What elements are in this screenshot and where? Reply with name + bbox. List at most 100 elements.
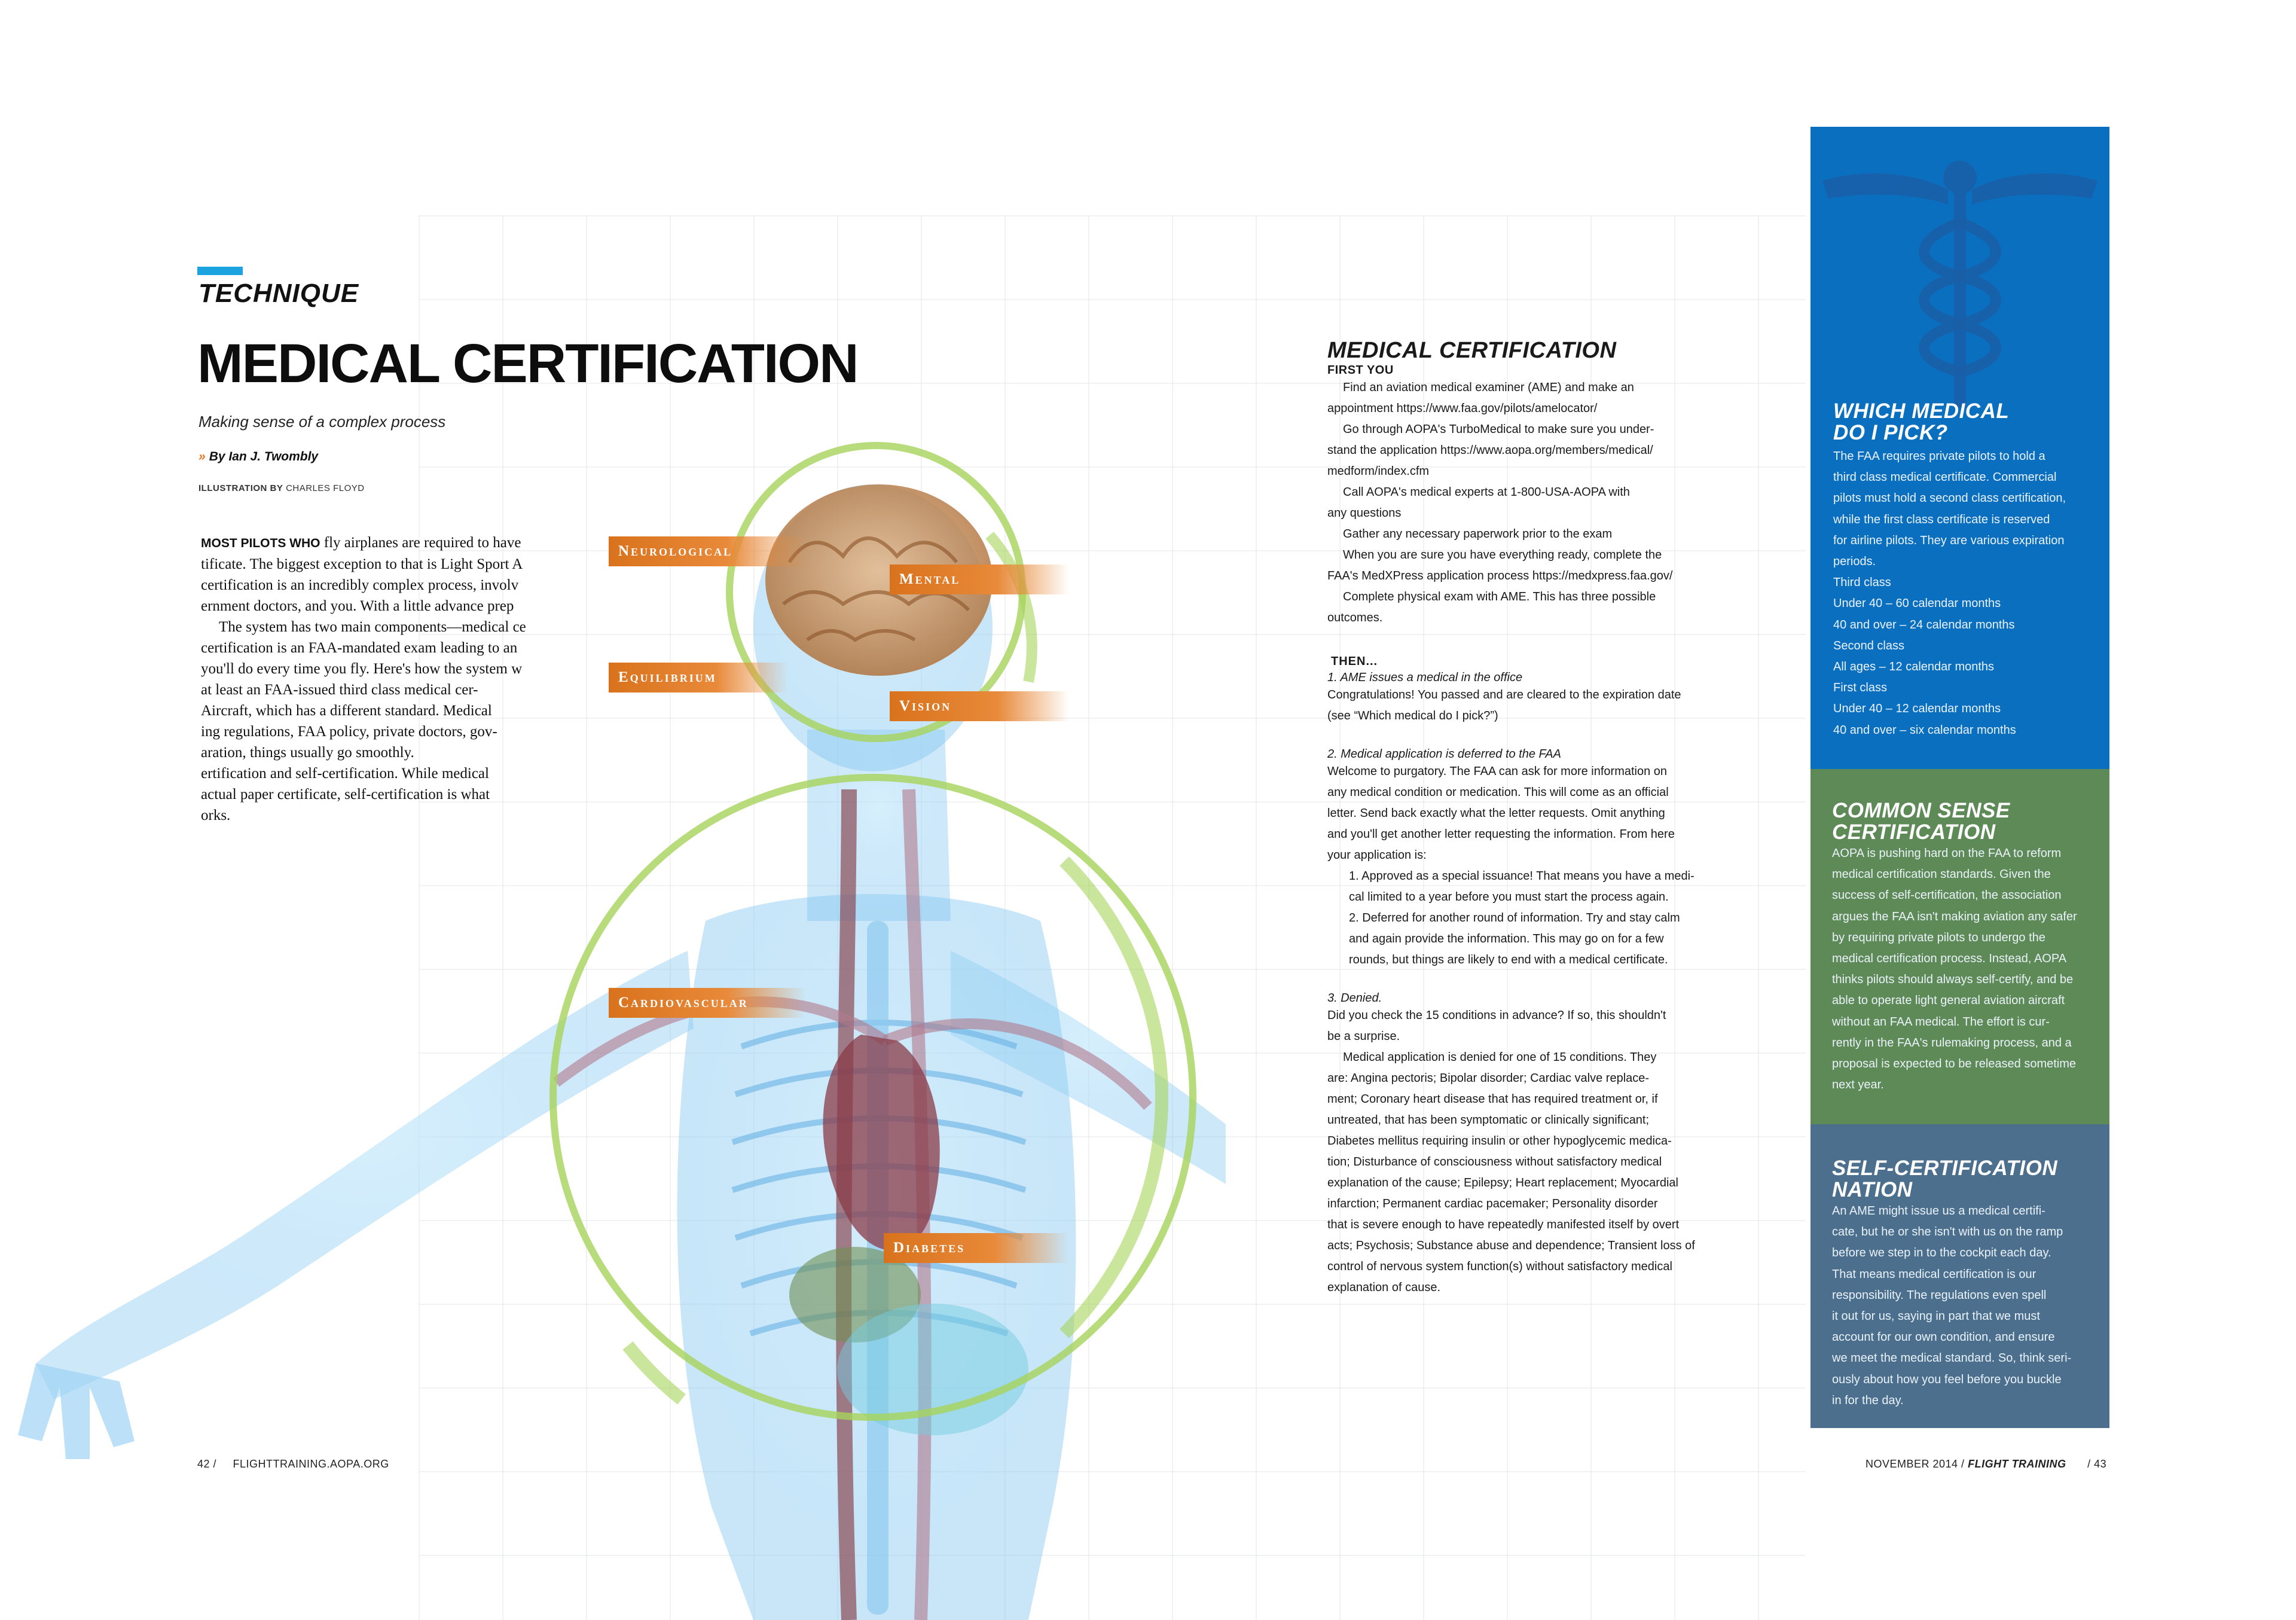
page-number: / 43 bbox=[2087, 1458, 2107, 1470]
outcome-line: any medical condition or medication. Thi… bbox=[1327, 786, 1669, 799]
process-title: MEDICAL CERTIFICATION bbox=[1327, 338, 1617, 363]
step-line: When you are sure you have everything re… bbox=[1343, 548, 1662, 562]
sidebar-line: Under 40 – 12 calendar months bbox=[1833, 702, 2001, 716]
outcome-line: are: Angina pectoris; Bipolar disorder; … bbox=[1327, 1072, 1650, 1085]
sidebar-line: it out for us, saying in part that we mu… bbox=[1832, 1310, 2040, 1323]
sidebar-line: An AME might issue us a medical certifi- bbox=[1832, 1204, 2045, 1218]
outcome-line: control of nervous system function(s) wi… bbox=[1327, 1260, 1672, 1273]
body-line: certification is an incredibly complex p… bbox=[201, 577, 519, 593]
then-heading: THEN... bbox=[1331, 655, 1378, 668]
outcome-line: letter. Send back exactly what the lette… bbox=[1327, 807, 1665, 820]
body-line: ing regulations, FAA policy, private doc… bbox=[201, 724, 497, 740]
sidebar-line: First class bbox=[1833, 681, 1887, 695]
outcome-line: your application is: bbox=[1327, 849, 1427, 862]
sidebar-line: cate, but he or she isn't with us on the… bbox=[1832, 1225, 2063, 1239]
body-lead: MOST PILOTS WHO bbox=[201, 536, 320, 550]
sidebar-text: An AME might issue us a medical certifi-… bbox=[1832, 1201, 2095, 1411]
step-line: outcomes. bbox=[1327, 611, 1383, 624]
tag-cardiovascular: Cardiovascular bbox=[609, 988, 806, 1018]
page-number: 42 / bbox=[197, 1458, 217, 1470]
sidebar-text: The FAA requires private pilots to hold … bbox=[1833, 446, 2096, 741]
sidebar-line: All ages – 12 calendar months bbox=[1833, 660, 1995, 674]
outcome-line: Medical application is denied for one of… bbox=[1343, 1051, 1657, 1064]
sidebar-title: SELF-CERTIFICATION bbox=[1832, 1157, 2058, 1180]
sidebar-line: third class medical certificate. Commerc… bbox=[1833, 471, 2057, 484]
sidebar-title: COMMON SENSE bbox=[1832, 799, 2010, 822]
article-title: MEDICAL CERTIFICATION bbox=[197, 333, 859, 394]
sidebar-line: in for the day. bbox=[1832, 1393, 1904, 1407]
credit-label: ILLUSTRATION BY bbox=[199, 483, 283, 493]
tag-neurological: Neurological bbox=[609, 536, 806, 566]
outcome-line: tion; Disturbance of consciousness witho… bbox=[1327, 1155, 1662, 1169]
sidebar-line: without an FAA medical. The effort is cu… bbox=[1832, 1015, 2050, 1029]
sidebar-line: while the first class certificate is res… bbox=[1833, 512, 2050, 526]
sidebar-line: next year. bbox=[1832, 1078, 1884, 1092]
tag-mental: Mental bbox=[890, 565, 1069, 594]
outcome-line: that is severe enough to have repeatedly… bbox=[1327, 1218, 1680, 1231]
step-line: medform/index.cfm bbox=[1327, 465, 1430, 478]
credit-name: CHARLES FLOYD bbox=[286, 483, 365, 493]
step-line: Gather any necessary paperwork prior to … bbox=[1343, 527, 1613, 541]
sidebar-line: medical certification process. Instead, … bbox=[1832, 952, 2067, 966]
body-line: tificate. The biggest exception to that … bbox=[201, 556, 523, 572]
footer-date: NOVEMBER 2014 / bbox=[1866, 1458, 1965, 1470]
outcome-line: Welcome to purgatory. The FAA can ask fo… bbox=[1327, 765, 1668, 778]
sidebar-title: CERTIFICATION bbox=[1832, 820, 1996, 844]
outcome-line: ment; Coronary heart disease that has re… bbox=[1327, 1093, 1658, 1106]
step-line: Find an aviation medical examiner (AME) … bbox=[1343, 381, 1634, 394]
sidebar-line: 40 and over – 24 calendar months bbox=[1833, 618, 2015, 631]
process-column: MEDICAL CERTIFICATION FIRST YOU Find an … bbox=[1327, 338, 1710, 1298]
caduceus-icon bbox=[1822, 161, 2097, 408]
sidebar-line: Third class bbox=[1833, 576, 1891, 590]
outcome-line: acts; Psychosis; Substance abuse and dep… bbox=[1327, 1239, 1695, 1252]
sidebar-line: argues the FAA isn't making aviation any… bbox=[1832, 910, 2077, 923]
body-line: actual paper certificate, self-certifica… bbox=[201, 786, 490, 803]
outcome-1-heading: 1. AME issues a medical in the office bbox=[1327, 671, 1523, 684]
outcome-line: infarction; Permanent cardiac pacemaker;… bbox=[1327, 1197, 1658, 1210]
section-accent-bar bbox=[197, 267, 243, 275]
body-line: ertification and self-certification. Whi… bbox=[201, 765, 489, 782]
body-line: at least an FAA-issued third class medic… bbox=[201, 682, 478, 698]
sidebar-title: NATION bbox=[1832, 1178, 1913, 1201]
outcome-line: Congratulations! You passed and are clea… bbox=[1327, 688, 1681, 701]
byline: »By Ian J. Twombly bbox=[199, 450, 318, 464]
sidebar-line: The FAA requires private pilots to hold … bbox=[1833, 450, 2045, 463]
body-line: you'll do every time you fly. Here's how… bbox=[201, 661, 523, 677]
footer-left: 42 / FLIGHTTRAINING.AOPA.ORG bbox=[197, 1458, 389, 1470]
footer-right: NOVEMBER 2014 / FLIGHT TRAINING / 43 bbox=[1866, 1458, 2106, 1470]
step-line: FAA's MedXPress application process http… bbox=[1327, 569, 1673, 582]
outcome-line: and you'll get another letter requesting… bbox=[1327, 828, 1675, 841]
body-line: Aircraft, which has a different standard… bbox=[201, 703, 492, 719]
sidebar-line: we meet the medical standard. So, think … bbox=[1832, 1351, 2072, 1365]
illustration-credit: ILLUSTRATION BY CHARLES FLOYD bbox=[199, 483, 365, 493]
body-line: fly airplanes are required to have bbox=[320, 535, 521, 551]
sidebar-line: responsibility. The regulations even spe… bbox=[1832, 1288, 2047, 1302]
outcome-line: untreated, that has been symptomatic or … bbox=[1327, 1113, 1650, 1127]
outcome-line: be a surprise. bbox=[1327, 1030, 1400, 1043]
sidebar-self-certification: SELF-CERTIFICATION NATION An AME might i… bbox=[1810, 1124, 2109, 1428]
sidebar-line: That means medical certification is our bbox=[1832, 1267, 2037, 1281]
sidebar-line: Under 40 – 60 calendar months bbox=[1833, 597, 2001, 611]
body-line: The system has two main components—medic… bbox=[219, 619, 526, 635]
list-item: 2. Deferred for another round of informa… bbox=[1349, 911, 1680, 925]
body-line: certification is an FAA-mandated exam le… bbox=[201, 640, 518, 656]
body-text: MOST PILOTS WHO fly airplanes are requir… bbox=[201, 532, 554, 843]
section-label: TECHNIQUE bbox=[199, 279, 359, 308]
author: By Ian J. Twombly bbox=[209, 450, 319, 463]
outcome-line: Did you check the 15 conditions in advan… bbox=[1327, 1009, 1666, 1022]
sidebar-line: able to operate light general aviation a… bbox=[1832, 994, 2065, 1008]
body-line: ernment doctors, and you. With a little … bbox=[201, 598, 514, 614]
body-line: aration, things usually go smoothly. bbox=[201, 745, 414, 761]
sidebar-line: 40 and over – six calendar months bbox=[1833, 723, 2016, 737]
sidebar-line: rently in the FAA's rulemaking process, … bbox=[1832, 1036, 2072, 1050]
sidebar-line: AOPA is pushing hard on the FAA to refor… bbox=[1832, 847, 2062, 860]
outcome-line: Diabetes mellitus requiring insulin or o… bbox=[1327, 1134, 1672, 1148]
tag-vision: Vision bbox=[890, 691, 1069, 721]
sidebar-line: pilots must hold a second class certific… bbox=[1833, 492, 2066, 505]
list-item: and again provide the information. This … bbox=[1349, 932, 1664, 945]
sidebar-common-sense: COMMON SENSE CERTIFICATION AOPA is pushi… bbox=[1810, 769, 2109, 1124]
footer-magazine: FLIGHT TRAINING bbox=[1968, 1458, 2066, 1470]
tag-equilibrium: Equilibrium bbox=[609, 663, 788, 692]
outcome-line: explanation of cause. bbox=[1327, 1281, 1441, 1294]
